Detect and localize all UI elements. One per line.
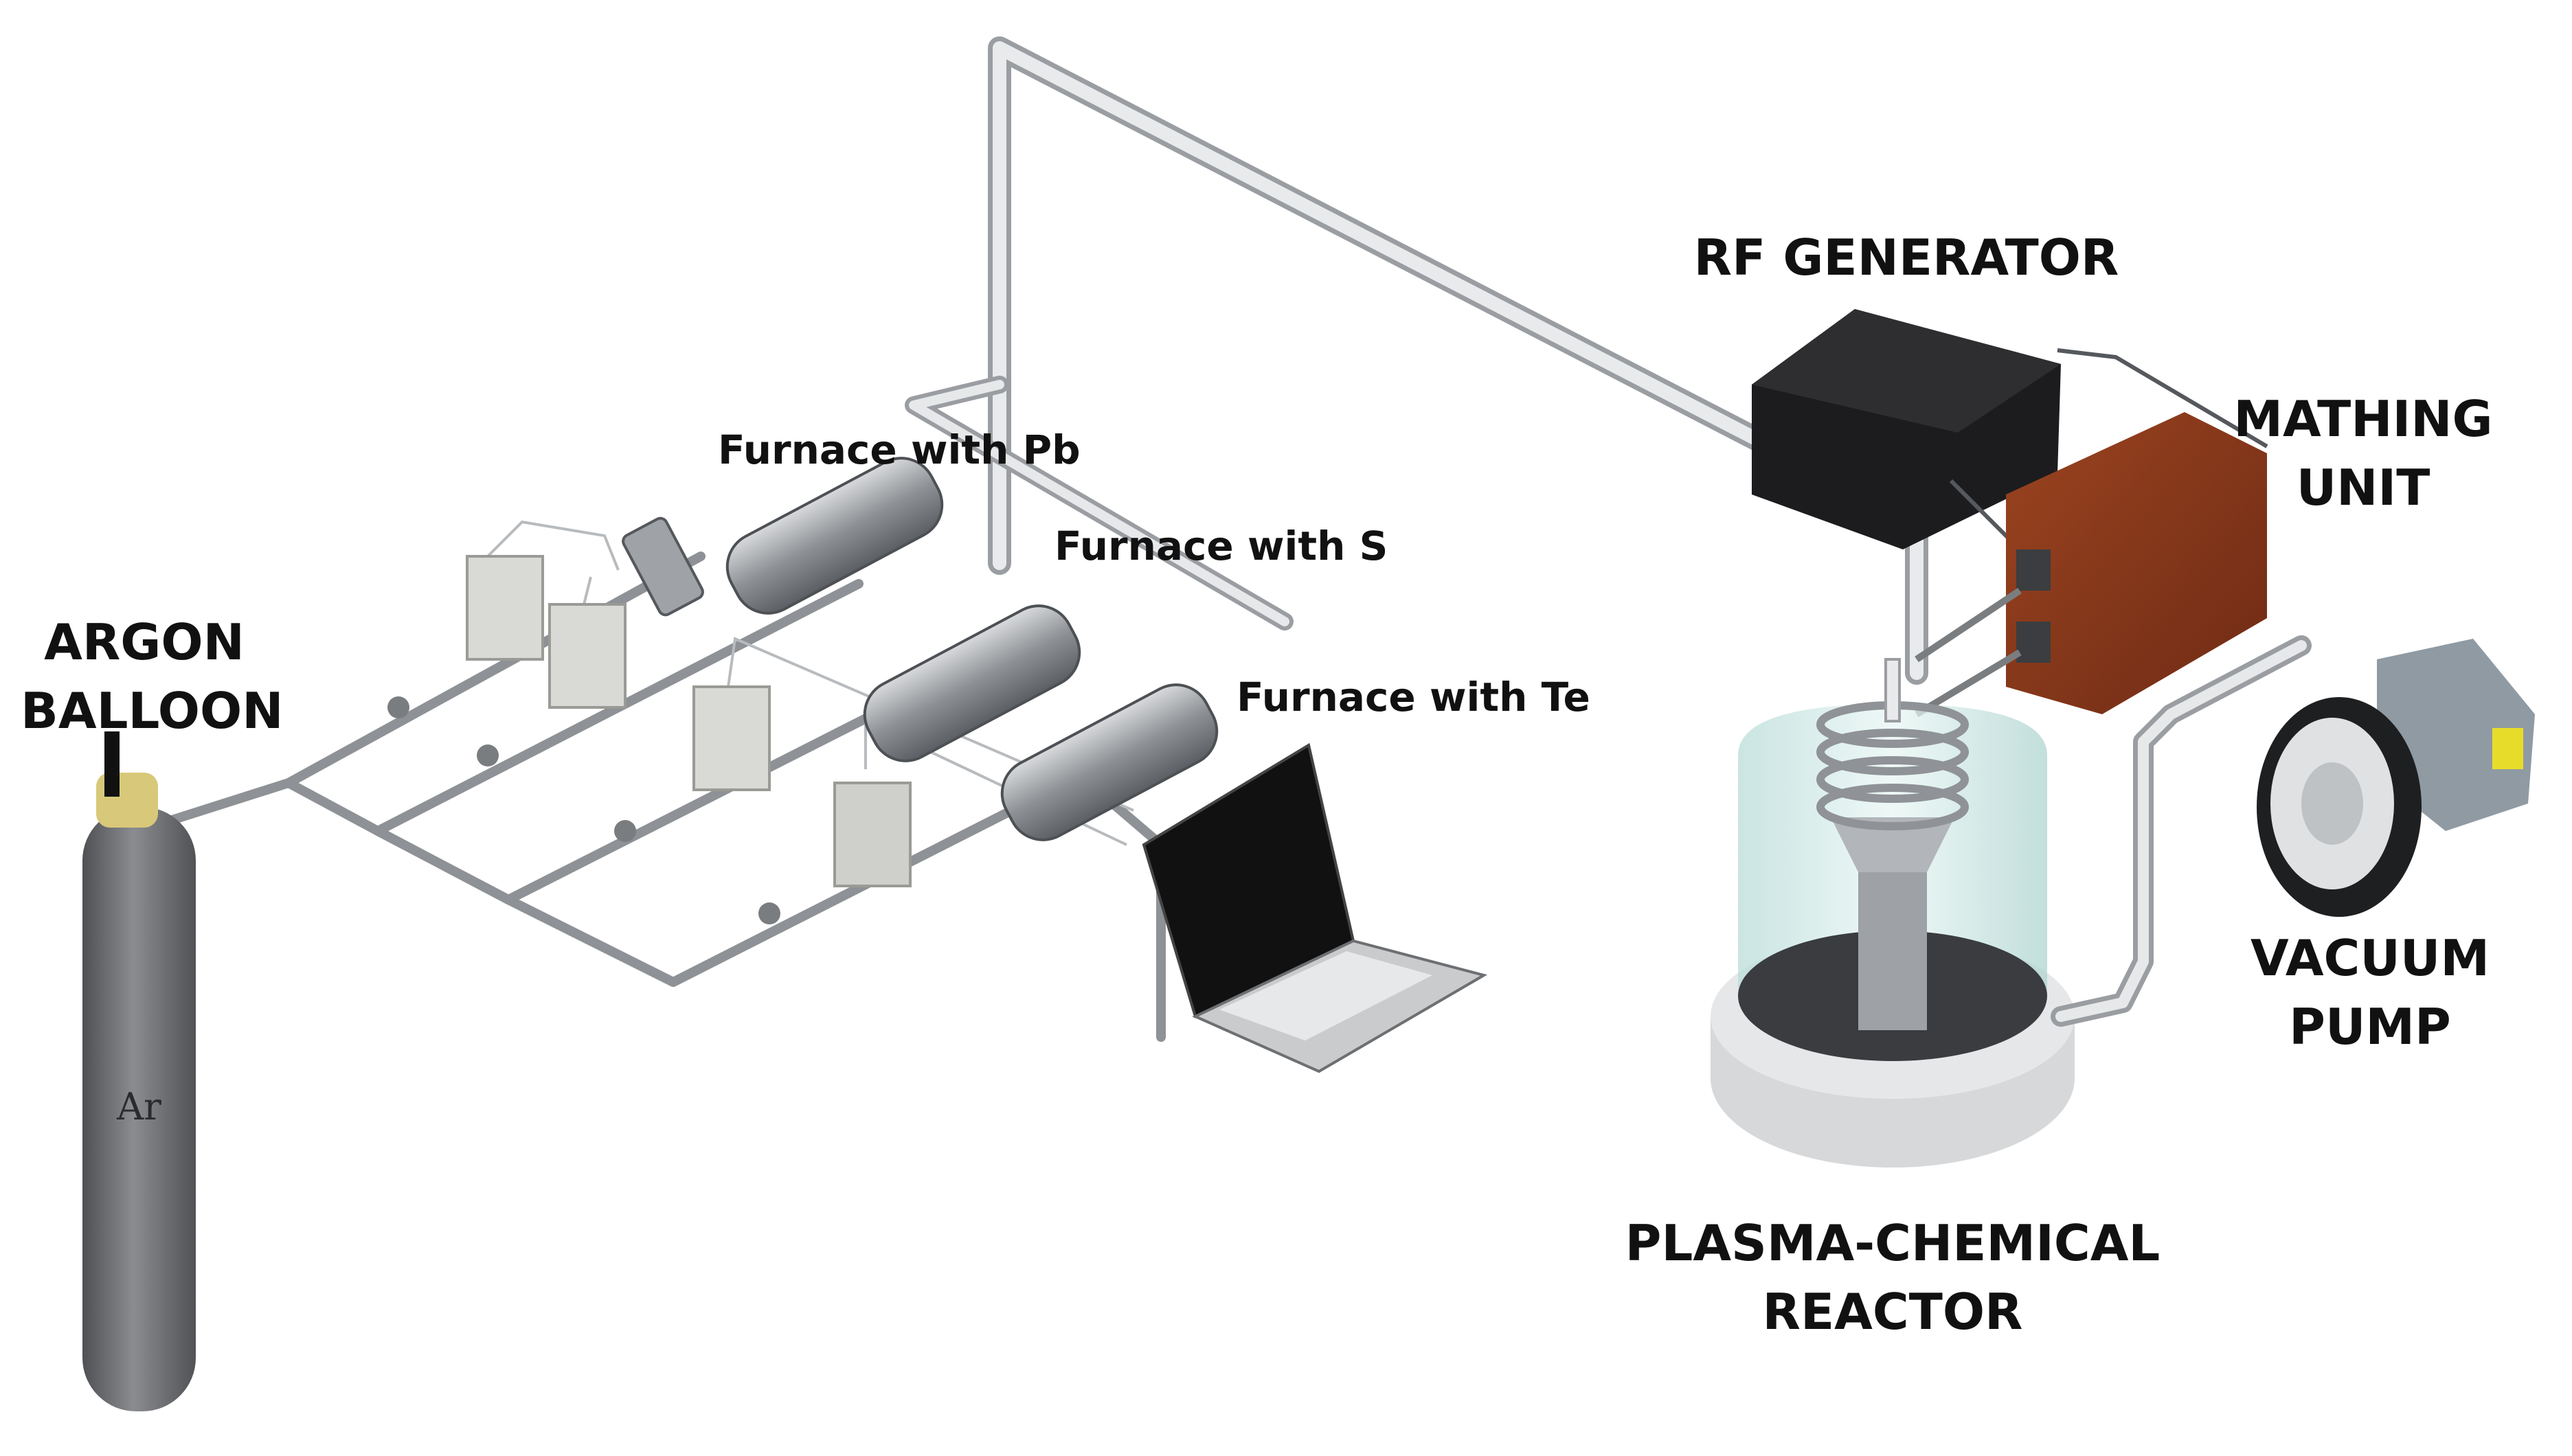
argon-cylinder [82, 731, 196, 1411]
furnace-s [863, 604, 1081, 762]
transfer-pipe [905, 36, 1928, 685]
furnace-pb-label: Furnace with Pb [718, 426, 1081, 473]
reactor-label-line2: REACTOR [1762, 1283, 2023, 1341]
furnace-pb [622, 457, 944, 617]
rf-generator [1752, 309, 2061, 549]
matching-label-line1: MATHING [2233, 390, 2493, 448]
reactor-label-line1: PLASMA-CHEMICAL [1625, 1214, 2161, 1272]
laptop [1142, 742, 1488, 1073]
matching-unit-label: MATHING UNIT [2212, 385, 2514, 522]
vacuum-label-line2: PUMP [2289, 998, 2451, 1056]
furnace-te-label: Furnace with Te [1237, 674, 1590, 720]
furnace-s-label: Furnace with S [1054, 523, 1388, 569]
vacuum-line [2051, 635, 2312, 1027]
valves [387, 696, 780, 924]
argon-balloon-label: ARGON BALLOON [21, 608, 284, 745]
matching-unit [1915, 412, 2267, 718]
flow-controllers [466, 555, 912, 887]
plasma-reactor [1711, 658, 2075, 1168]
matching-label-line2: UNIT [2296, 459, 2430, 516]
vacuum-label-line1: VACUUM [2250, 929, 2490, 987]
reactor-label: PLASMA-CHEMICAL REACTOR [1608, 1209, 2178, 1346]
furnace-te [1000, 683, 1219, 841]
cylinder-mark: Ar [117, 1085, 161, 1128]
argon-label-line2: BALLOON [21, 682, 284, 740]
rf-generator-label: RF GENERATOR [1693, 229, 2119, 286]
vacuum-pump-label: VACUUM PUMP [2219, 924, 2521, 1061]
argon-label-line1: ARGON [44, 613, 245, 671]
vacuum-pump [2257, 639, 2535, 917]
